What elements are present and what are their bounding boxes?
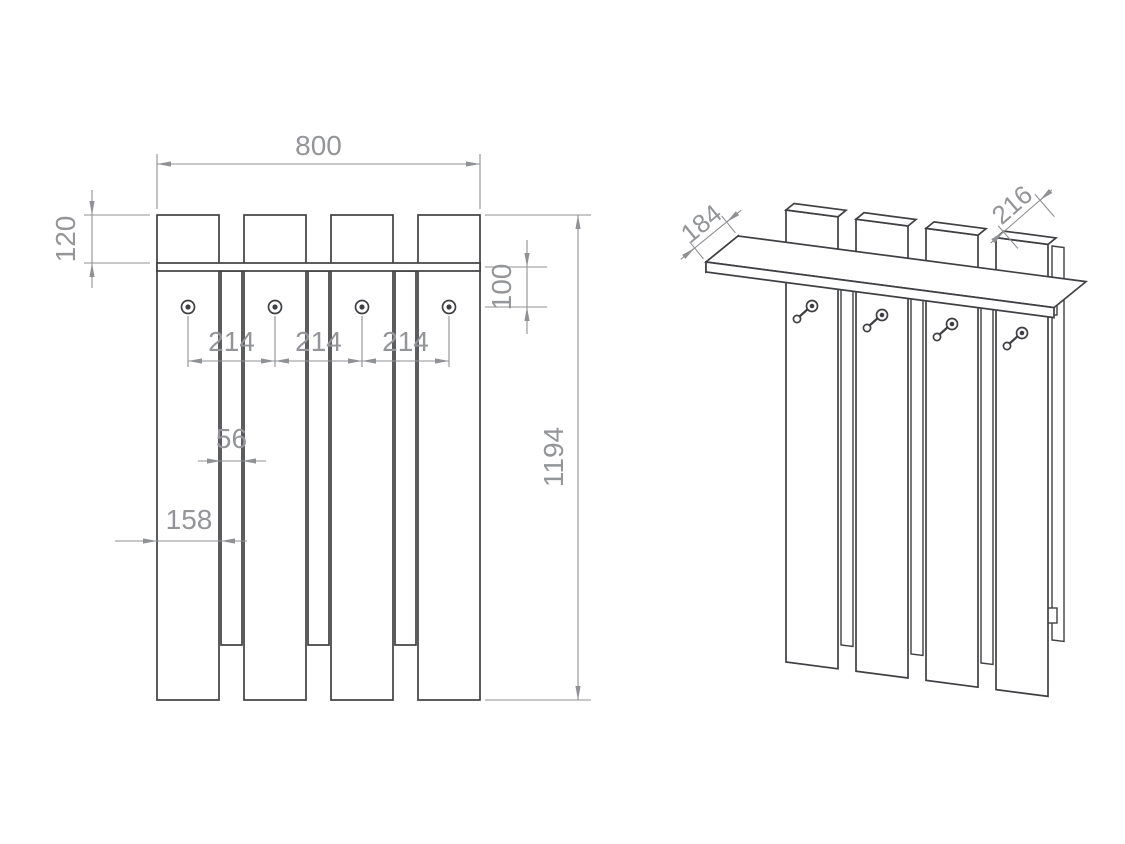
extension-line — [1034, 193, 1055, 218]
front-battens — [220, 270, 417, 646]
dimension-width: 800 — [156, 130, 481, 209]
panel — [330, 214, 394, 701]
batten — [980, 272, 994, 666]
hook — [441, 299, 457, 315]
dimension-label: 56 — [216, 423, 247, 454]
dimension-label: 184 — [675, 198, 728, 249]
panel-top-face — [783, 202, 849, 218]
side-panels — [783, 202, 1059, 698]
dimension-arrow — [682, 247, 695, 259]
extension-line — [721, 215, 736, 234]
dimension-edge-to-batten: 158 — [115, 504, 247, 544]
front-view: 800 120 100 — [50, 130, 591, 701]
dimension-label: 1194 — [538, 427, 569, 487]
hook — [354, 299, 370, 315]
dimension-top-to-shelf: 120 — [50, 190, 150, 288]
extension-line — [689, 241, 704, 260]
hook — [1002, 326, 1029, 351]
shelf-front-face — [705, 261, 1055, 319]
side-view: 184 216 — [675, 179, 1089, 698]
dimension-hook-spacing: 214 214 214 — [187, 316, 450, 367]
side-shelf — [703, 234, 1089, 319]
hook — [792, 299, 819, 324]
wall-rail — [1051, 245, 1065, 643]
front-hooks — [180, 299, 457, 315]
hook — [862, 308, 889, 333]
dimension-arrow — [1039, 189, 1053, 201]
dimension-arrow — [991, 231, 1004, 244]
panel — [417, 214, 481, 701]
extension-line — [997, 225, 1019, 249]
batten — [840, 254, 854, 648]
panel — [243, 214, 307, 701]
side-battens — [840, 254, 994, 666]
batten — [910, 263, 924, 657]
panel-top-face — [853, 211, 919, 227]
panel — [156, 214, 220, 701]
dimension-label: 120 — [50, 216, 81, 263]
dimension-shelf-to-hook: 100 — [485, 240, 547, 334]
dimension-label: 158 — [166, 504, 213, 535]
hook — [180, 299, 196, 315]
front-panels — [156, 214, 481, 701]
dimension-batten-width: 56 — [198, 423, 266, 464]
panel-top-face — [923, 221, 989, 237]
dimension-label: 800 — [295, 130, 342, 161]
hook — [267, 299, 283, 315]
dimension-label: 214 — [295, 326, 342, 357]
dimension-label: 216 — [986, 179, 1038, 230]
dimension-arrow — [726, 211, 740, 223]
dimension-label: 100 — [486, 264, 517, 311]
dimension-label: 214 — [208, 326, 255, 357]
side-hooks — [792, 299, 1029, 351]
dimension-label: 214 — [382, 326, 429, 357]
shelf-front-edge — [156, 262, 481, 272]
dimension-total-height: 1194 — [485, 214, 591, 701]
hook — [932, 317, 959, 342]
